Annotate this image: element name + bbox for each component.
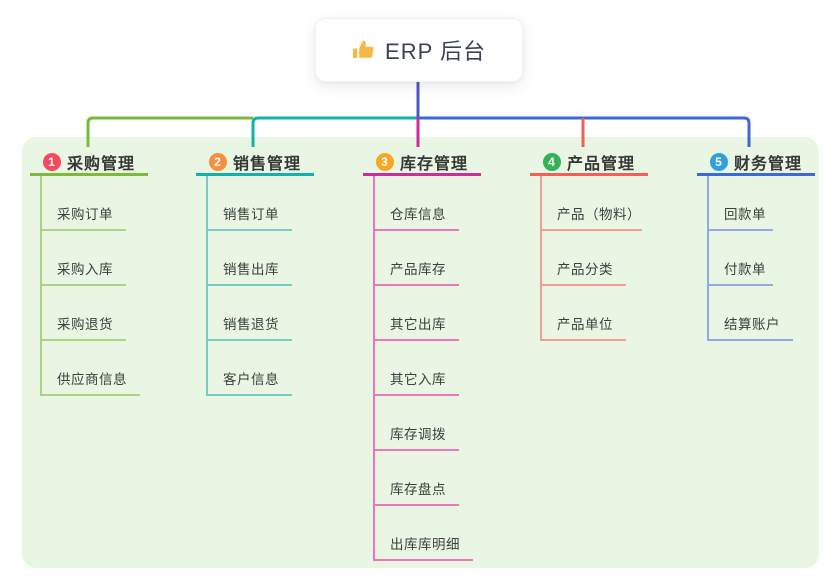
branch-children: 采购订单 采购入库 采购退货 供应商信息 [40, 176, 148, 396]
branch-badge: 4 [542, 152, 561, 171]
branch-product-header[interactable]: 4 产品管理 [530, 150, 648, 176]
branch-badge: 1 [42, 152, 61, 171]
child-node[interactable]: 结算账户 [707, 286, 793, 341]
child-node[interactable]: 回款单 [707, 176, 773, 231]
branch-spine [540, 176, 542, 341]
child-node[interactable]: 其它出库 [373, 286, 459, 341]
child-node[interactable]: 采购退货 [40, 286, 126, 341]
branch-label: 采购管理 [66, 155, 135, 173]
branch-children: 仓库信息 产品库存 其它出库 其它入库 库存调拨 库存盘点 出库库明细 [373, 176, 481, 561]
branch-badge: 3 [375, 152, 394, 171]
child-node[interactable]: 库存盘点 [373, 451, 459, 506]
branch-badge: 5 [709, 152, 728, 171]
child-node[interactable]: 销售退货 [206, 286, 292, 341]
child-node[interactable]: 产品分类 [540, 231, 626, 286]
branch-label: 产品管理 [566, 155, 635, 173]
branch-label: 财务管理 [733, 155, 802, 173]
branch-children: 回款单 付款单 结算账户 [707, 176, 815, 341]
branch-sales-header[interactable]: 2 销售管理 [196, 150, 314, 176]
branch-spine [707, 176, 709, 341]
root-node[interactable]: ERP 后台 [315, 18, 523, 82]
child-node[interactable]: 付款单 [707, 231, 773, 286]
child-node[interactable]: 销售订单 [206, 176, 292, 231]
branch-children: 销售订单 销售出库 销售退货 客户信息 [206, 176, 314, 396]
branch-badge: 2 [208, 152, 227, 171]
branch-purchase: 1 采购管理 采购订单 采购入库 采购退货 供应商信息 [30, 150, 148, 396]
branch-finance-header[interactable]: 5 财务管理 [697, 150, 815, 176]
branch-spine [206, 176, 208, 396]
child-node[interactable]: 采购入库 [40, 231, 126, 286]
child-node[interactable]: 仓库信息 [373, 176, 459, 231]
child-node[interactable]: 产品单位 [540, 286, 626, 341]
child-node[interactable]: 采购订单 [40, 176, 126, 231]
root-label: ERP 后台 [385, 39, 486, 64]
branches-panel [22, 137, 819, 568]
branch-label: 销售管理 [232, 155, 301, 173]
child-node[interactable]: 销售出库 [206, 231, 292, 286]
child-node[interactable]: 产品库存 [373, 231, 459, 286]
branch-label: 库存管理 [399, 155, 468, 173]
child-node[interactable]: 供应商信息 [40, 341, 140, 396]
thumbs-up-icon [352, 38, 376, 62]
child-node[interactable]: 其它入库 [373, 341, 459, 396]
branch-spine [373, 176, 375, 561]
branch-purchase-header[interactable]: 1 采购管理 [30, 150, 148, 176]
branch-finance: 5 财务管理 回款单 付款单 结算账户 [697, 150, 815, 341]
branch-product: 4 产品管理 产品（物料） 产品分类 产品单位 [530, 150, 648, 341]
branch-inventory-header[interactable]: 3 库存管理 [363, 150, 481, 176]
child-node[interactable]: 库存调拨 [373, 396, 459, 451]
branch-children: 产品（物料） 产品分类 产品单位 [540, 176, 648, 341]
branch-sales: 2 销售管理 销售订单 销售出库 销售退货 客户信息 [196, 150, 314, 396]
child-node[interactable]: 产品（物料） [540, 176, 642, 231]
branch-inventory: 3 库存管理 仓库信息 产品库存 其它出库 其它入库 库存调拨 库存盘点 出库库… [363, 150, 481, 561]
child-node[interactable]: 出库库明细 [373, 506, 473, 561]
branch-spine [40, 176, 42, 396]
child-node[interactable]: 客户信息 [206, 341, 292, 396]
